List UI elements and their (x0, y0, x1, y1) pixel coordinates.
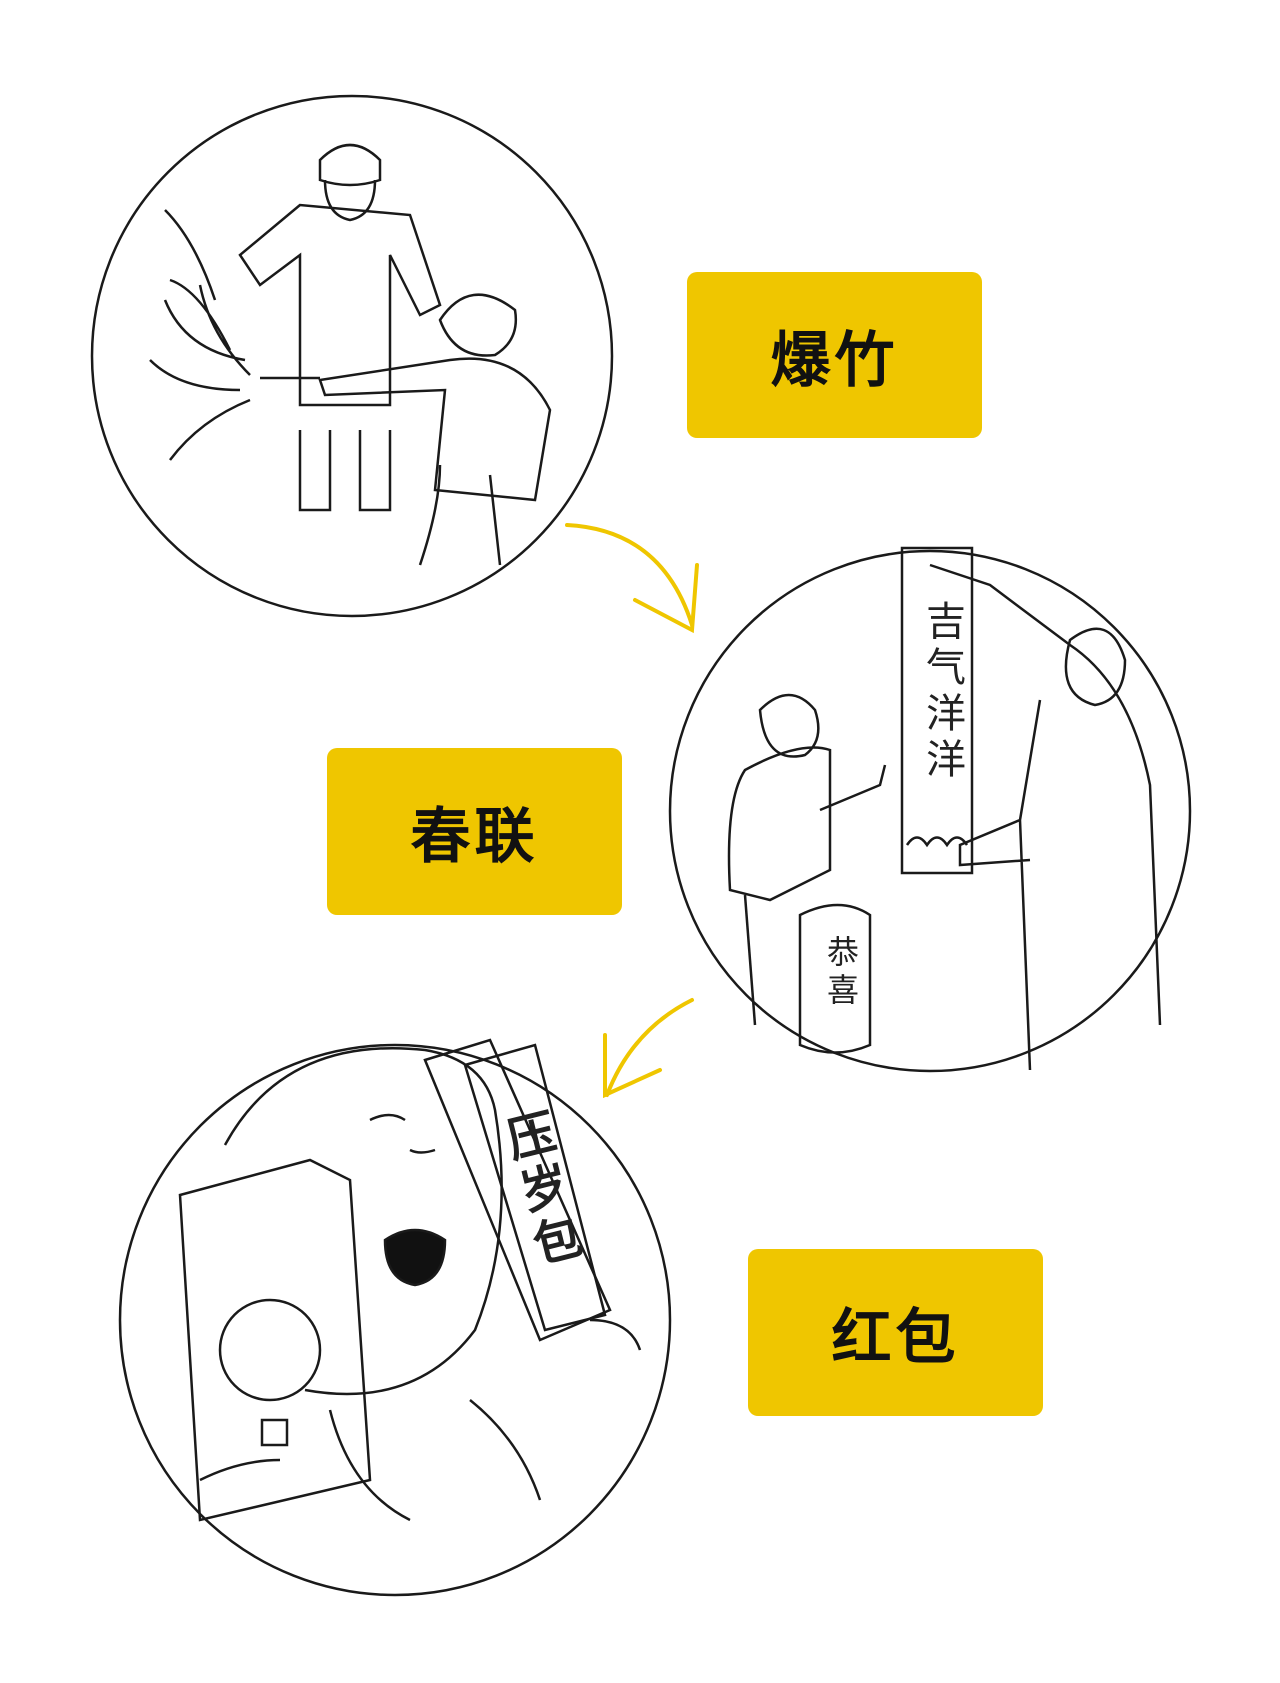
red-envelope-scene (118, 1038, 672, 1597)
arrow-2 (605, 998, 694, 1097)
arrow-1-head (633, 563, 699, 634)
couplet-text: 吉气洋洋 (919, 600, 965, 784)
couplet-scene (668, 546, 1192, 1073)
arrow-2-head (603, 1033, 662, 1099)
arrow-1 (565, 523, 694, 627)
label-spring-couplets: 春联 (327, 748, 622, 915)
label-red-envelope: 红包 (748, 1249, 1043, 1416)
label-firecrackers: 爆竹 (687, 272, 982, 438)
lantern-text: 恭喜 (822, 935, 860, 1011)
firecracker-scene (90, 94, 614, 618)
